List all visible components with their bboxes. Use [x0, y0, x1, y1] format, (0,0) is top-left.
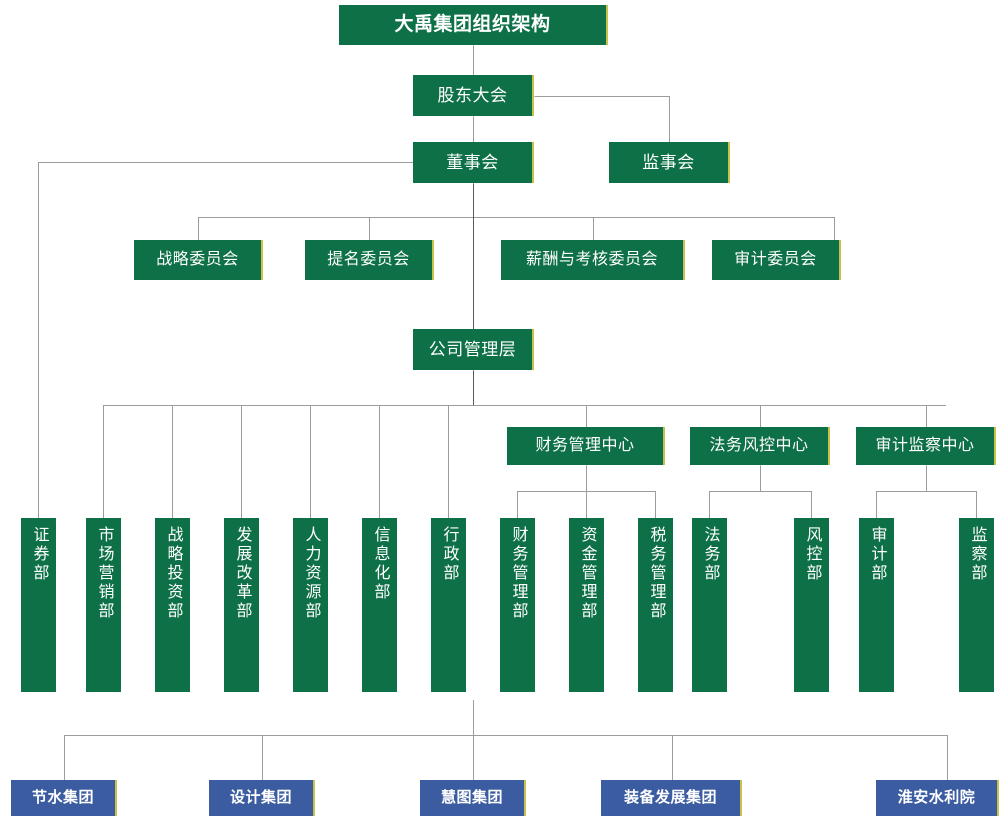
connector-fin-dept-1: [517, 491, 518, 518]
node-dept-financial-management-label: 财务管理部: [509, 526, 527, 621]
node-dept-audit-label: 审计部: [868, 526, 886, 583]
connector-shareholders-to-supervisors-h: [534, 96, 669, 97]
node-shareholders-meeting[interactable]: 股东大会: [413, 75, 534, 116]
connector-dept-admin: [448, 405, 449, 518]
connector-center-legal: [760, 405, 761, 427]
main-department-bus: [103, 405, 946, 406]
connector-audit-dept-1: [876, 491, 877, 518]
connector-title-to-shareholders: [473, 45, 474, 75]
connector-sub-2: [262, 735, 263, 780]
node-center-legal-risk-control[interactable]: 法务风控中心: [690, 427, 830, 465]
node-committee-strategy[interactable]: 战略委员会: [134, 240, 263, 280]
node-dept-audit[interactable]: 审计部: [859, 518, 894, 692]
node-dept-tax-management-label: 税务管理部: [647, 526, 665, 621]
connector-board-to-securities-v: [38, 162, 39, 518]
node-dept-human-resources[interactable]: 人力资源部: [293, 518, 328, 692]
connector-shareholders-to-supervisors-v: [669, 96, 670, 142]
connector-dept-development: [241, 405, 242, 518]
node-dept-marketing-label: 市场营销部: [95, 526, 113, 621]
connector-sub-5: [947, 735, 948, 780]
chart-title: 大禹集团组织架构: [339, 5, 608, 45]
connector-sub-1: [64, 735, 65, 780]
node-dept-risk-control[interactable]: 风控部: [794, 518, 829, 692]
node-subsidiary-design-group[interactable]: 设计集团: [209, 780, 315, 816]
node-dept-administration-label: 行政部: [440, 526, 458, 583]
connector-committee-4: [834, 217, 835, 240]
node-dept-administration[interactable]: 行政部: [431, 518, 466, 692]
connector-center-finance: [586, 405, 587, 427]
node-subsidiary-huitu-group[interactable]: 慧图集团: [420, 780, 526, 816]
connector-board-to-management: [473, 217, 474, 329]
connector-dept-hr: [310, 405, 311, 518]
node-dept-marketing[interactable]: 市场营销部: [86, 518, 121, 692]
connector-fin-dept-3: [655, 491, 656, 518]
subsidiary-bus: [64, 735, 947, 736]
audit-sub-bus: [876, 491, 976, 492]
node-dept-fund-management-label: 资金管理部: [578, 526, 596, 621]
node-committee-compensation-assessment[interactable]: 薪酬与考核委员会: [501, 240, 685, 280]
node-dept-human-resources-label: 人力资源部: [302, 526, 320, 621]
connector-sub-4: [672, 735, 673, 780]
node-dept-development-reform[interactable]: 发展改革部: [224, 518, 259, 692]
connector-audit-stem: [926, 465, 927, 491]
node-dept-supervision[interactable]: 监察部: [959, 518, 994, 692]
node-board-of-supervisors[interactable]: 监事会: [609, 142, 730, 183]
connector-legal-dept-1: [709, 491, 710, 518]
node-dept-legal-affairs[interactable]: 法务部: [692, 518, 727, 692]
connector-finance-stem: [586, 465, 587, 491]
committee-bus: [198, 217, 834, 218]
connector-legal-dept-2: [811, 491, 812, 518]
connector-dept-it: [379, 405, 380, 518]
connector-shareholders-to-board: [473, 116, 474, 142]
node-dept-securities-label: 证券部: [30, 526, 48, 583]
node-center-audit-supervision[interactable]: 审计监察中心: [856, 427, 996, 465]
node-dept-informatization-label: 信息化部: [371, 526, 389, 602]
connector-management-to-main-bus: [473, 370, 474, 405]
node-dept-tax-management[interactable]: 税务管理部: [638, 518, 673, 692]
node-dept-strategic-investment[interactable]: 战略投资部: [155, 518, 190, 692]
node-dept-supervision-label: 监察部: [968, 526, 986, 583]
node-subsidiary-huaian-water-institute[interactable]: 淮安水利院: [876, 780, 999, 816]
node-dept-development-reform-label: 发展改革部: [233, 526, 251, 621]
node-center-finance-management[interactable]: 财务管理中心: [507, 427, 665, 465]
connector-audit-dept-2: [976, 491, 977, 518]
connector-sub-3: [473, 735, 474, 780]
node-subsidiary-water-saving-group[interactable]: 节水集团: [11, 780, 117, 816]
legal-sub-bus: [709, 491, 811, 492]
connector-committee-3: [593, 217, 594, 240]
node-committee-audit[interactable]: 审计委员会: [712, 240, 841, 280]
node-dept-strategic-investment-label: 战略投资部: [164, 526, 182, 621]
connector-management-to-subsidiary-bus: [473, 700, 474, 735]
node-dept-informatization[interactable]: 信息化部: [362, 518, 397, 692]
node-committee-nomination[interactable]: 提名委员会: [305, 240, 434, 280]
connector-committee-1: [198, 217, 199, 240]
connector-legal-stem: [760, 465, 761, 491]
node-company-management[interactable]: 公司管理层: [413, 329, 534, 370]
node-dept-securities[interactable]: 证券部: [21, 518, 56, 692]
connector-board-to-securities-h: [38, 162, 413, 163]
node-dept-legal-affairs-label: 法务部: [701, 526, 719, 583]
node-subsidiary-equipment-development-group[interactable]: 装备发展集团: [601, 780, 742, 816]
connector-center-audit: [926, 405, 927, 427]
connector-fin-dept-2: [586, 491, 587, 518]
node-dept-financial-management[interactable]: 财务管理部: [500, 518, 535, 692]
connector-board-to-committee-bus: [473, 183, 474, 217]
connector-dept-strategy: [172, 405, 173, 518]
connector-dept-market: [103, 405, 104, 518]
node-dept-fund-management[interactable]: 资金管理部: [569, 518, 604, 692]
connector-committee-2: [369, 217, 370, 240]
node-dept-risk-control-label: 风控部: [803, 526, 821, 583]
node-board-of-directors[interactable]: 董事会: [413, 142, 534, 183]
